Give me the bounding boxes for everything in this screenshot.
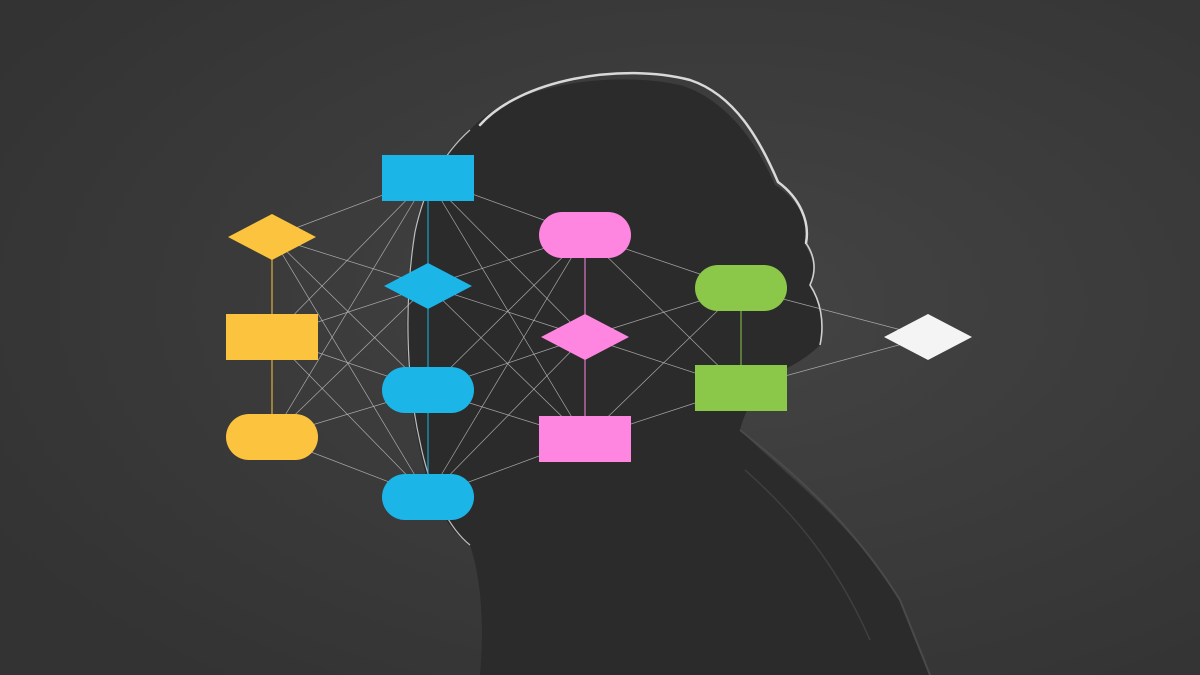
yellow-diamond-node [228,214,316,260]
blue-pill-node [382,367,474,413]
blue-rectangle-node [382,155,474,201]
blue-diamond-node [384,263,472,309]
rim-light-face [805,242,823,346]
green-rectangle-node [695,365,787,411]
network-edge [271,336,429,498]
pink-pill-node [539,212,631,258]
network-edge [427,234,586,391]
shoulder-highlight [739,429,931,675]
network-edge [271,177,429,438]
white-diamond-node [884,314,972,360]
network-nodes [226,155,972,520]
rim-light-hair [478,71,809,245]
network-edge [584,287,742,440]
network-edge [271,236,429,391]
blue-pill-node [382,474,474,520]
network-edge [427,177,586,338]
pink-rectangle-node [539,416,631,462]
person-silhouette [406,71,931,675]
network-edge [271,285,429,438]
network-edge [427,177,586,440]
yellow-pill-node [226,414,318,460]
network-edge [271,236,429,498]
green-pill-node [695,265,787,311]
yellow-rectangle-node [226,314,318,360]
jacket-stripe [744,469,871,641]
network-edge [271,177,429,338]
network-edge [427,234,586,498]
network-edge [427,285,586,440]
network-edge [584,234,742,389]
network-edge [427,336,586,498]
pink-diamond-node [541,314,629,360]
